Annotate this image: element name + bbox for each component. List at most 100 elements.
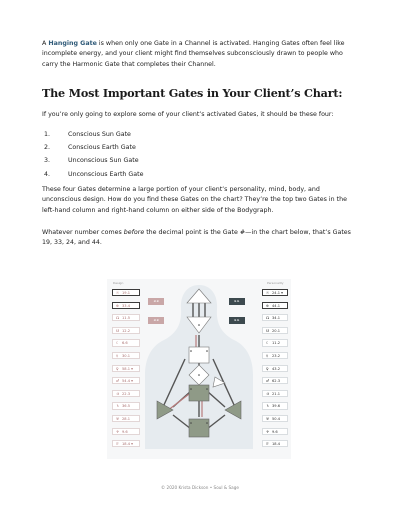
design-gate-row: ☾6.6 [112,339,140,347]
planet-icon: ♄ [266,404,270,409]
gate-dots [190,324,208,424]
design-channel-lines [166,335,203,417]
list-item: 2.Conscious Earth Gate [42,141,144,154]
sacral-center [188,384,210,402]
page-footer: © 2020 Krista Dickson • Soul & Sage [161,485,239,490]
paragraph-text: is when only one Gate in a Channel is ac… [42,40,345,68]
emphasis: before [123,229,145,236]
lead-word: A [42,40,47,47]
design-column-header: Design [113,281,124,285]
gate-value: 54.4 ▾ [122,379,133,384]
list-item: 3.Unconscious Sun Gate [42,154,144,167]
personality-gate-row: ♅50.4 [262,415,288,423]
list-label: Conscious Earth Gate [68,144,136,152]
root-center [188,418,210,438]
planet-icon: ☋ [116,328,120,333]
design-gate-row: ♇18.4 ▾ [112,440,140,448]
list-intro: If you’re only going to explore some of … [42,111,334,118]
list-label: Unconscious Earth Gate [68,170,144,178]
gate-value: 22.3 [122,391,131,396]
gate-value: 30.1 [122,354,131,358]
gate-value: 9.6 [272,429,278,434]
list-number: 1. [44,131,51,138]
design-arrow-tag: ◂ ◂ [148,317,164,324]
gate-value: 34.1 [272,316,281,321]
gate-value: 12.2 [122,328,131,333]
personality-gate-row: ♄39.6 [262,402,288,410]
gate-value: 19.1 [122,291,131,295]
gates-explanation-paragraph: These four Gates determine a large porti… [42,186,347,214]
gate-value: 43.2 [272,366,281,371]
text-run: the decimal point is the Gate #—in the c… [42,229,351,247]
planet-icon: ☊ [266,316,270,321]
personality-column-header: Personality [267,281,284,285]
gate-value: 18.4 ▾ [122,442,133,447]
design-gate-row: ☊11.5 [112,314,140,322]
hanging-gate-term: Hanging Gate [48,40,97,47]
gate-value: 11.2 [272,341,281,346]
list-item: 1. Conscious Sun Gate [42,128,144,141]
personality-gate-row: ♇18.4 [262,440,288,448]
important-gates-list: 1. Conscious Sun Gate 2.Conscious Earth G… [42,128,144,181]
gate-value: 11.5 [122,316,131,321]
gate-value: 24.1 ▾ [272,291,283,295]
planet-icon: ♃ [266,391,270,396]
design-gate-row: ♃22.3 [112,389,140,397]
solar-plexus-center [224,400,242,420]
list-number: 3. [44,157,51,165]
planet-icon: ☿ [266,354,269,358]
gate-value: 36.5 [122,404,131,409]
personality-gate-row: ☿23.2 [262,352,288,360]
gate-value: 62.3 [272,379,281,384]
gate-number-paragraph: Whatever number comes before the decimal… [42,228,360,249]
list-item: 4. Unconscious Earth Gate [42,168,144,181]
text-run: Whatever number comes [42,229,124,236]
gate-value: 50.4 [272,417,281,421]
hanging-gate-paragraph: A Hanging Gate is when only one Gate in … [42,39,360,70]
design-gate-row: ⊕33.4 [112,301,140,309]
planet-icon: ♄ [116,404,120,409]
heart-center [212,376,226,388]
gate-value: 44.1 [272,303,281,308]
personality-gate-row: ♂62.3 [262,377,288,385]
gate-value: 23.2 [272,354,281,358]
gate-value: 28.1 [122,417,131,421]
personality-gate-row: ☊34.1 [262,314,288,322]
design-arrow-tag: ◂ ◂ [148,298,164,305]
personality-gate-row: ♀43.2 [262,364,288,372]
gate-value: 33.4 [122,303,131,308]
planet-icon: ☾ [266,341,270,346]
bodygraph-chart: Design Personality ☉19.1⊕33.4☊11.5☋12.2☾… [107,279,291,459]
personality-arrow-tag: ▸ ▸ [229,317,245,324]
design-gate-row: ♂54.4 ▾ [112,377,140,385]
personality-gate-row: ♃21.1 [262,389,288,397]
list-number: 4. [44,170,51,178]
personality-gate-row: ☾11.2 [262,339,288,347]
design-gate-row: ♆9.6 [112,427,140,435]
planet-icon: ☾ [116,341,120,346]
gate-value: 21.1 [272,391,281,396]
planet-icon: ⊕ [116,303,120,308]
planet-icon: ♅ [116,417,120,421]
planet-icon: ☉ [116,291,120,295]
personality-gate-row: ♆9.6 [262,427,288,435]
planet-icon: ♇ [116,442,120,447]
list-label: Conscious Sun Gate [68,131,131,138]
design-gate-row: ☋12.2 [112,326,140,334]
planet-icon: ⊕ [266,303,270,308]
design-gate-row: ♀58.1 ▾ [112,364,140,372]
section-heading: The Most Important Gates in Your Client’… [42,86,343,100]
design-gate-row: ♅28.1 [112,415,140,423]
planet-icon: ♂ [266,379,270,384]
personality-gate-row: ☉24.1 ▾ [262,289,288,297]
planet-icon: ☿ [116,354,119,358]
design-gate-row: ♄36.5 [112,402,140,410]
throat-center [188,346,210,364]
planet-icon: ♀ [116,366,119,371]
gate-value: 6.6 [122,341,128,346]
planet-icon: ☋ [266,328,270,333]
bodygraph-diagram [145,285,253,449]
planet-icon: ♇ [266,442,270,447]
planet-icon: ♃ [116,391,120,396]
